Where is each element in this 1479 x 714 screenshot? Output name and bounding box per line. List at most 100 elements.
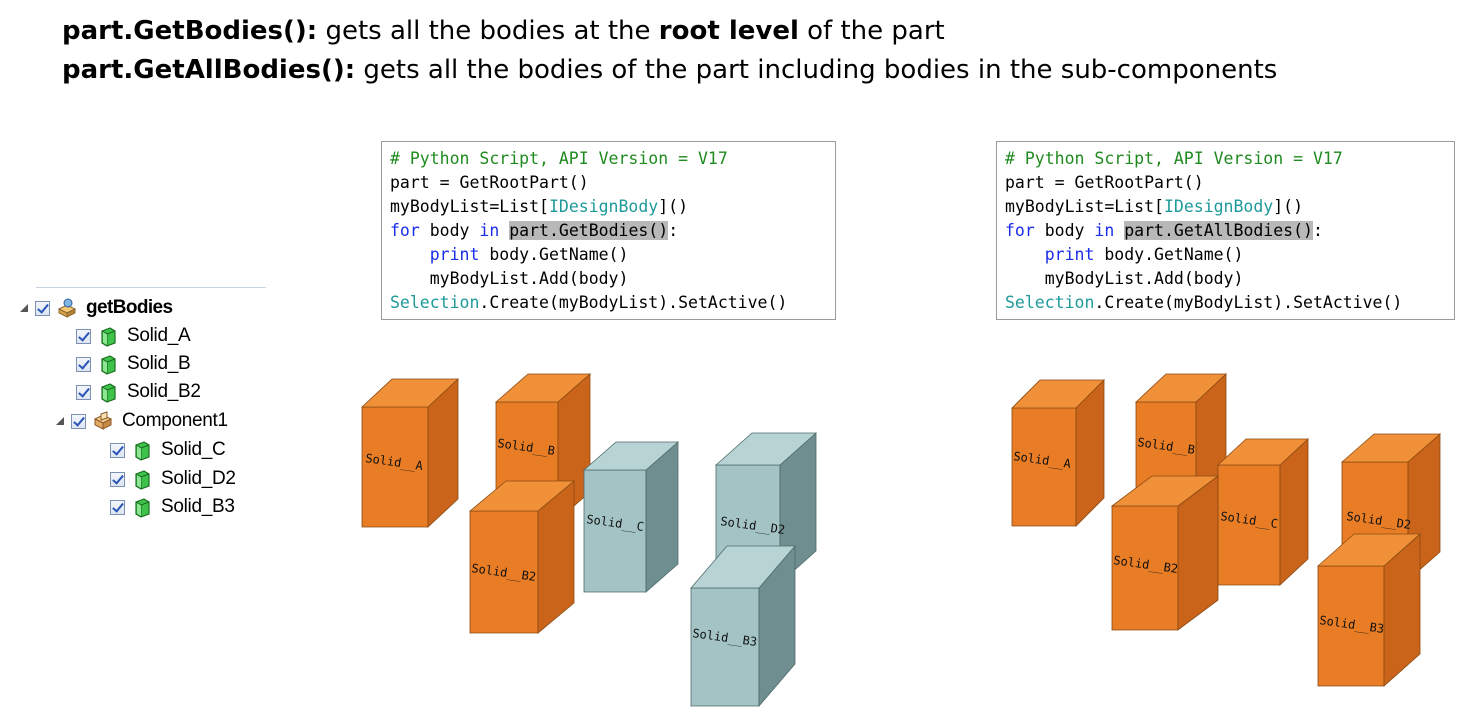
- code-line-6: myBodyList.Add(body): [390, 267, 827, 291]
- tree-node-component1[interactable]: Component1: [54, 408, 228, 434]
- checkbox-getbodies[interactable]: [35, 300, 50, 316]
- expand-triangle-icon[interactable]: [18, 302, 30, 314]
- body-solid-b2[interactable]: Solid__B2: [1110, 475, 1220, 631]
- code-type: IDesignBody: [548, 197, 659, 216]
- body-solid-b3[interactable]: Solid__B3: [1316, 533, 1422, 687]
- body-solid-a[interactable]: Solid__A: [360, 378, 460, 528]
- script-getallbodies[interactable]: # Python Script, API Version = V17 part …: [996, 141, 1455, 320]
- getbodies-text-b: of the part: [798, 16, 945, 46]
- getbodies-text-a: gets all the bodies at the: [325, 16, 659, 46]
- code-text: ](): [1273, 197, 1304, 216]
- body-solid-a-top-face: [1011, 379, 1105, 409]
- solid-body-icon: [101, 327, 116, 347]
- expand-triangle-icon[interactable]: [54, 415, 66, 427]
- checkbox-solid-c[interactable]: [110, 442, 125, 458]
- code-line-3: myBodyList=List[IDesignBody](): [390, 195, 827, 219]
- code-comment: # Python Script, API Version = V17: [390, 149, 728, 168]
- code-line-5: print body.GetName(): [390, 243, 827, 267]
- solid-body-icon: [101, 383, 116, 403]
- tree-label-solid-b3: Solid_B3: [161, 496, 235, 517]
- body-solid-b2-top-face: [1110, 475, 1220, 507]
- code-text: part = GetRootPart(): [390, 173, 589, 192]
- code-keyword: in: [1094, 221, 1115, 240]
- tree-node-solid-c[interactable]: Solid_C: [110, 437, 226, 463]
- code-line-2: part = GetRootPart(): [390, 171, 827, 195]
- getallbodies-method: part.GetAllBodies():: [62, 55, 356, 85]
- checkbox-solid-b[interactable]: [76, 356, 91, 372]
- root-level-emphasis: root level: [658, 16, 799, 46]
- code-text: body.GetName(): [479, 245, 629, 264]
- tree-label-solid-b2: Solid_B2: [127, 381, 201, 402]
- tree-node-solid-d2[interactable]: Solid_D2: [110, 466, 236, 492]
- body-solid-a-top-face: [360, 378, 460, 408]
- checkbox-component1[interactable]: [71, 413, 86, 429]
- code-text: part = GetRootPart(): [1005, 173, 1204, 192]
- getbodies-description: part.GetBodies(): gets all the bodies at…: [62, 16, 945, 46]
- solid-body-icon: [135, 470, 150, 490]
- body-solid-b2-top-face: [468, 480, 576, 512]
- body-solid-b-top-face: [494, 373, 592, 403]
- tree-node-getbodies[interactable]: getBodies: [18, 295, 173, 321]
- checkbox-solid-b2[interactable]: [76, 384, 91, 400]
- checkbox-solid-a[interactable]: [76, 328, 91, 344]
- code-text: .Create(myBodyList).SetActive(): [479, 293, 788, 312]
- code-text: ](): [658, 197, 689, 216]
- body-solid-c[interactable]: Solid__C: [1216, 438, 1310, 586]
- code-text: body: [1034, 221, 1095, 240]
- code-text: myBodyList.Add(body): [1044, 269, 1244, 288]
- solid-body-icon: [135, 441, 150, 461]
- checkbox-solid-d2[interactable]: [110, 471, 125, 487]
- code-line-4: for body in part.GetAllBodies():: [1005, 219, 1446, 243]
- code-text: body.GetName(): [1094, 245, 1244, 264]
- code-line-7: Selection.Create(myBodyList).SetActive(): [1005, 291, 1446, 315]
- body-solid-b3[interactable]: Solid__B3: [690, 544, 796, 708]
- body-solid-c-top-face: [582, 441, 680, 471]
- code-line-7: Selection.Create(myBodyList).SetActive(): [390, 291, 827, 315]
- code-comment: # Python Script, API Version = V17: [1005, 149, 1343, 168]
- code-text: myBodyList.Add(body): [429, 269, 629, 288]
- code-line-3: myBodyList=List[IDesignBody](): [1005, 195, 1446, 219]
- code-text: :: [1312, 221, 1323, 240]
- solid-body-icon: [101, 355, 116, 375]
- code-keyword: for: [1005, 221, 1035, 240]
- code-keyword: print: [429, 245, 480, 264]
- body-solid-a[interactable]: Solid__A: [1011, 379, 1105, 527]
- code-line-1: # Python Script, API Version = V17: [390, 147, 827, 171]
- component-icon: [93, 411, 113, 430]
- code-highlight: part.GetBodies(): [509, 221, 669, 240]
- body-solid-c[interactable]: Solid__C: [582, 441, 680, 593]
- script-getbodies[interactable]: # Python Script, API Version = V17 part …: [381, 141, 836, 320]
- code-type: Selection: [1005, 293, 1095, 312]
- body-solid-d2-top-face: [714, 432, 818, 466]
- tree-node-solid-b3[interactable]: Solid_B3: [110, 494, 235, 520]
- code-text: myBodyList=List[: [390, 197, 549, 216]
- part-icon: [57, 298, 77, 318]
- tree-label-solid-c: Solid_C: [161, 439, 226, 460]
- body-solid-b2[interactable]: Solid__B2: [468, 480, 576, 634]
- tree-node-solid-b2[interactable]: Solid_B2: [76, 379, 201, 405]
- tree-label-component1: Component1: [122, 410, 228, 431]
- body-solid-b3-top-face: [690, 545, 796, 589]
- code-type: IDesignBody: [1163, 197, 1274, 216]
- tree-label-solid-a: Solid_A: [127, 325, 191, 346]
- body-solid-d2-top-face: [1340, 433, 1442, 463]
- getallbodies-text: gets all the bodies of the part includin…: [363, 55, 1278, 85]
- checkbox-solid-b3[interactable]: [110, 499, 125, 515]
- code-text: myBodyList=List[: [1005, 197, 1164, 216]
- solid-body-icon: [135, 498, 150, 518]
- code-line-2: part = GetRootPart(): [1005, 171, 1446, 195]
- code-keyword: print: [1044, 245, 1095, 264]
- tree-node-solid-a[interactable]: Solid_A: [76, 323, 191, 349]
- tree-node-solid-b[interactable]: Solid_B: [76, 351, 191, 377]
- tree-label-solid-b: Solid_B: [127, 353, 191, 374]
- code-text: :: [668, 221, 679, 240]
- code-keyword: in: [479, 221, 500, 240]
- tree-label-solid-d2: Solid_D2: [161, 468, 236, 489]
- code-line-6: myBodyList.Add(body): [1005, 267, 1446, 291]
- tree-label-getbodies: getBodies: [86, 297, 173, 318]
- code-text: body: [419, 221, 480, 240]
- code-text: .Create(myBodyList).SetActive(): [1094, 293, 1403, 312]
